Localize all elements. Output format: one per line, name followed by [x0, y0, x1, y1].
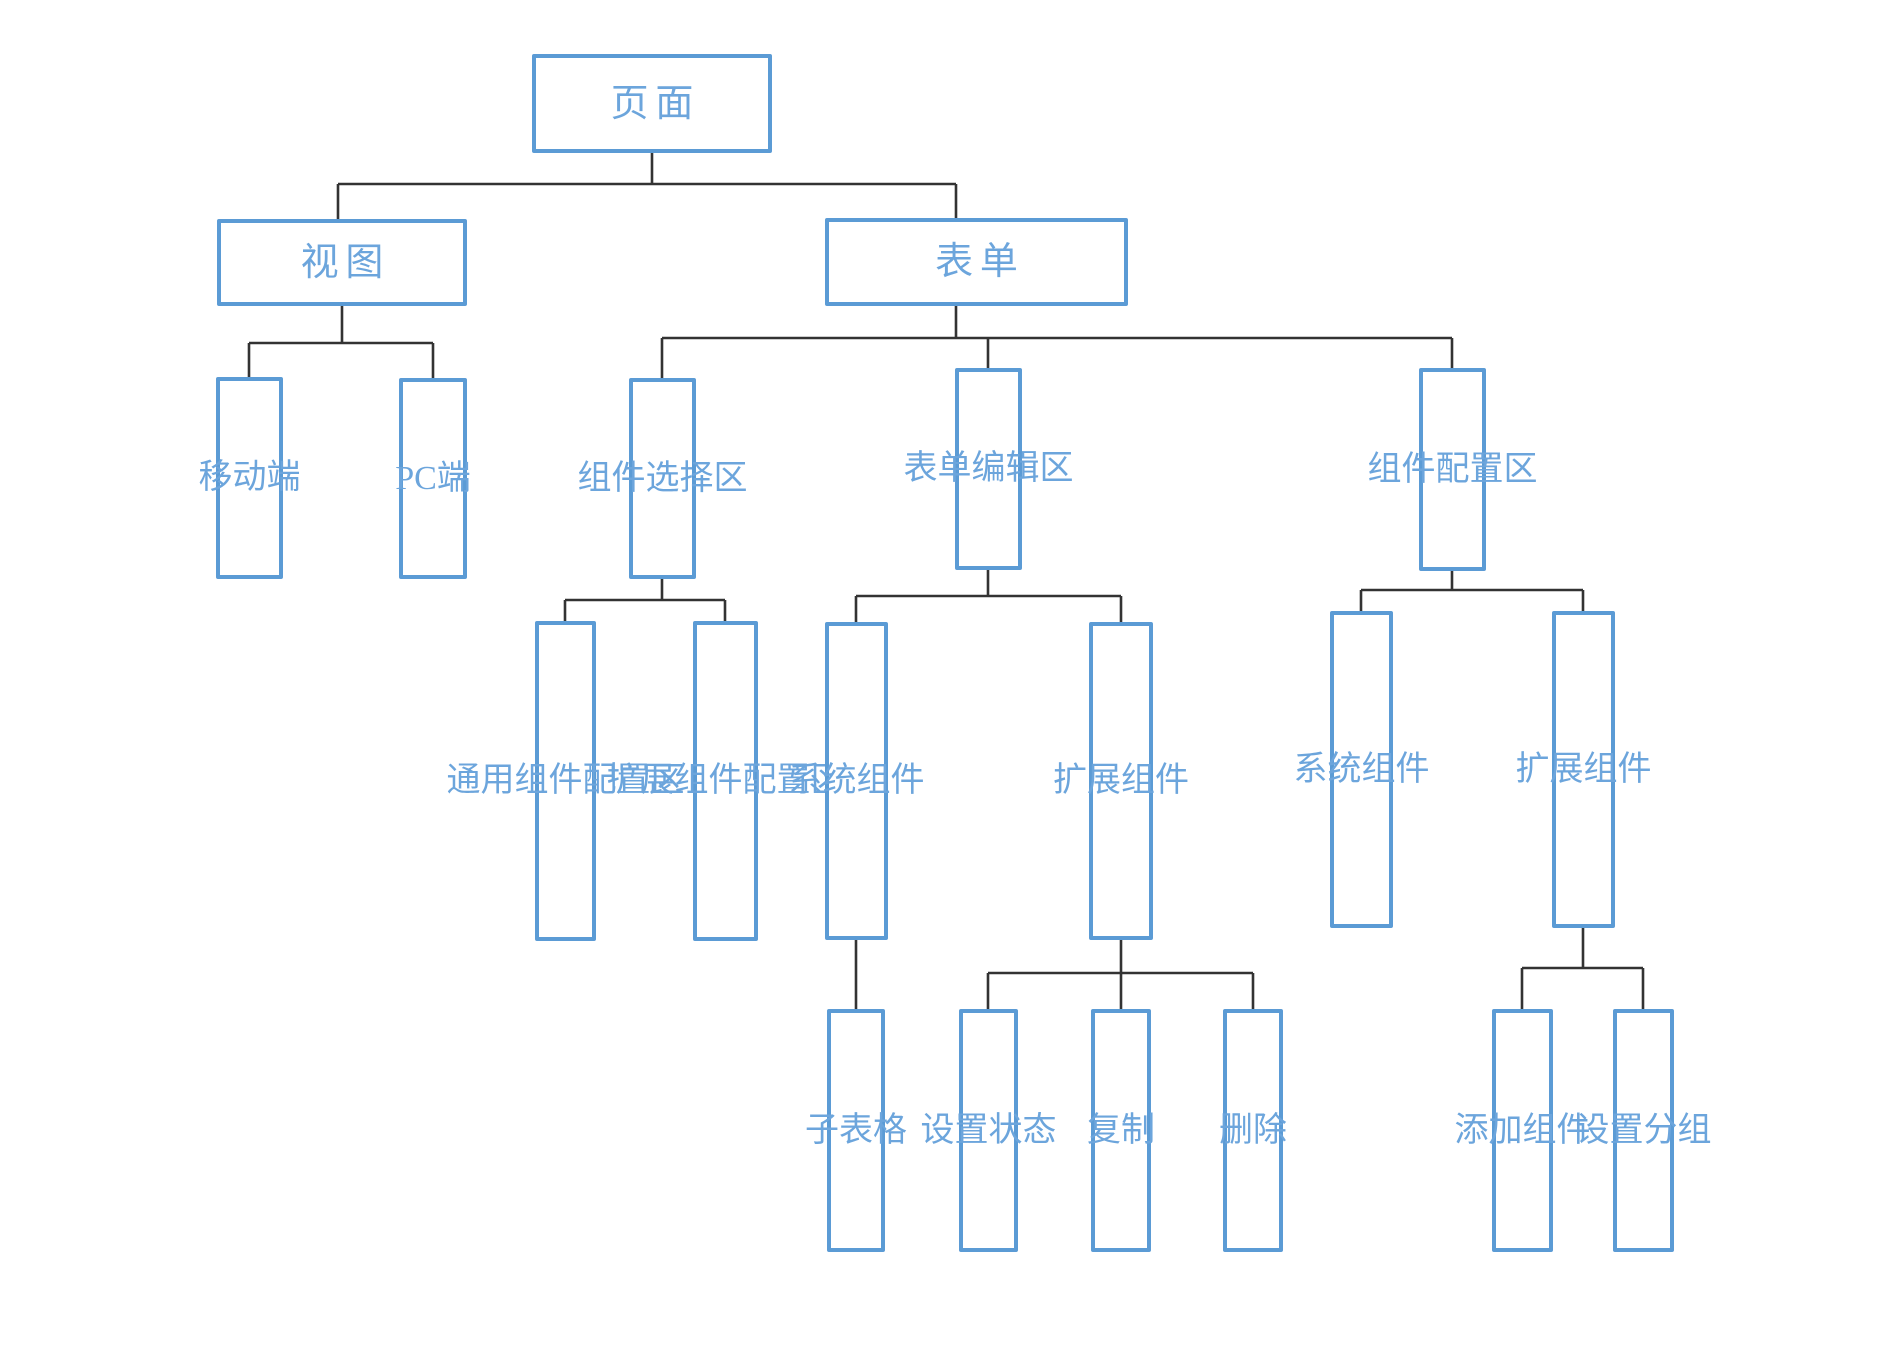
- node-view: 视图: [217, 219, 467, 306]
- connector-form-children: [660, 305, 1454, 380]
- node-delete: 删除: [1219, 1009, 1287, 1252]
- node-extended-component-config-area: 扩展组件配置区: [607, 621, 845, 941]
- node-extended-components-edit: 扩展组件: [1053, 622, 1189, 940]
- node-component-config-area: 组件配置区: [1368, 368, 1538, 571]
- connector-component-config-children: [1359, 571, 1585, 613]
- connector-form-edit-children: [854, 570, 1123, 624]
- node-system-components-edit: 系统组件: [789, 622, 925, 940]
- node-general-component-config-area: 通用组件配置区: [447, 621, 685, 941]
- node-copy: 复制: [1087, 1009, 1155, 1252]
- node-page: 页面: [532, 54, 772, 153]
- node-form-edit-area: 表单编辑区: [904, 368, 1074, 570]
- node-extended-components-config: 扩展组件: [1516, 611, 1652, 928]
- node-set-status: 设置状态: [921, 1009, 1057, 1252]
- connector-extended-config-children: [1520, 928, 1645, 1011]
- connector-component-select-children: [563, 579, 727, 623]
- node-add-component: 添加组件: [1455, 1009, 1591, 1252]
- connector-view-children: [247, 306, 435, 380]
- connector-page-children: [336, 153, 958, 221]
- node-form: 表单: [825, 218, 1128, 306]
- node-pc: PC端: [395, 378, 471, 579]
- node-mobile: 移动端: [199, 377, 301, 579]
- connector-extended-edit-children: [986, 940, 1255, 1011]
- node-subtable: 子表格: [805, 1009, 907, 1252]
- node-component-select-area: 组件选择区: [578, 378, 748, 579]
- node-set-group: 设置分组: [1576, 1009, 1712, 1252]
- node-system-components-config: 系统组件: [1294, 611, 1430, 928]
